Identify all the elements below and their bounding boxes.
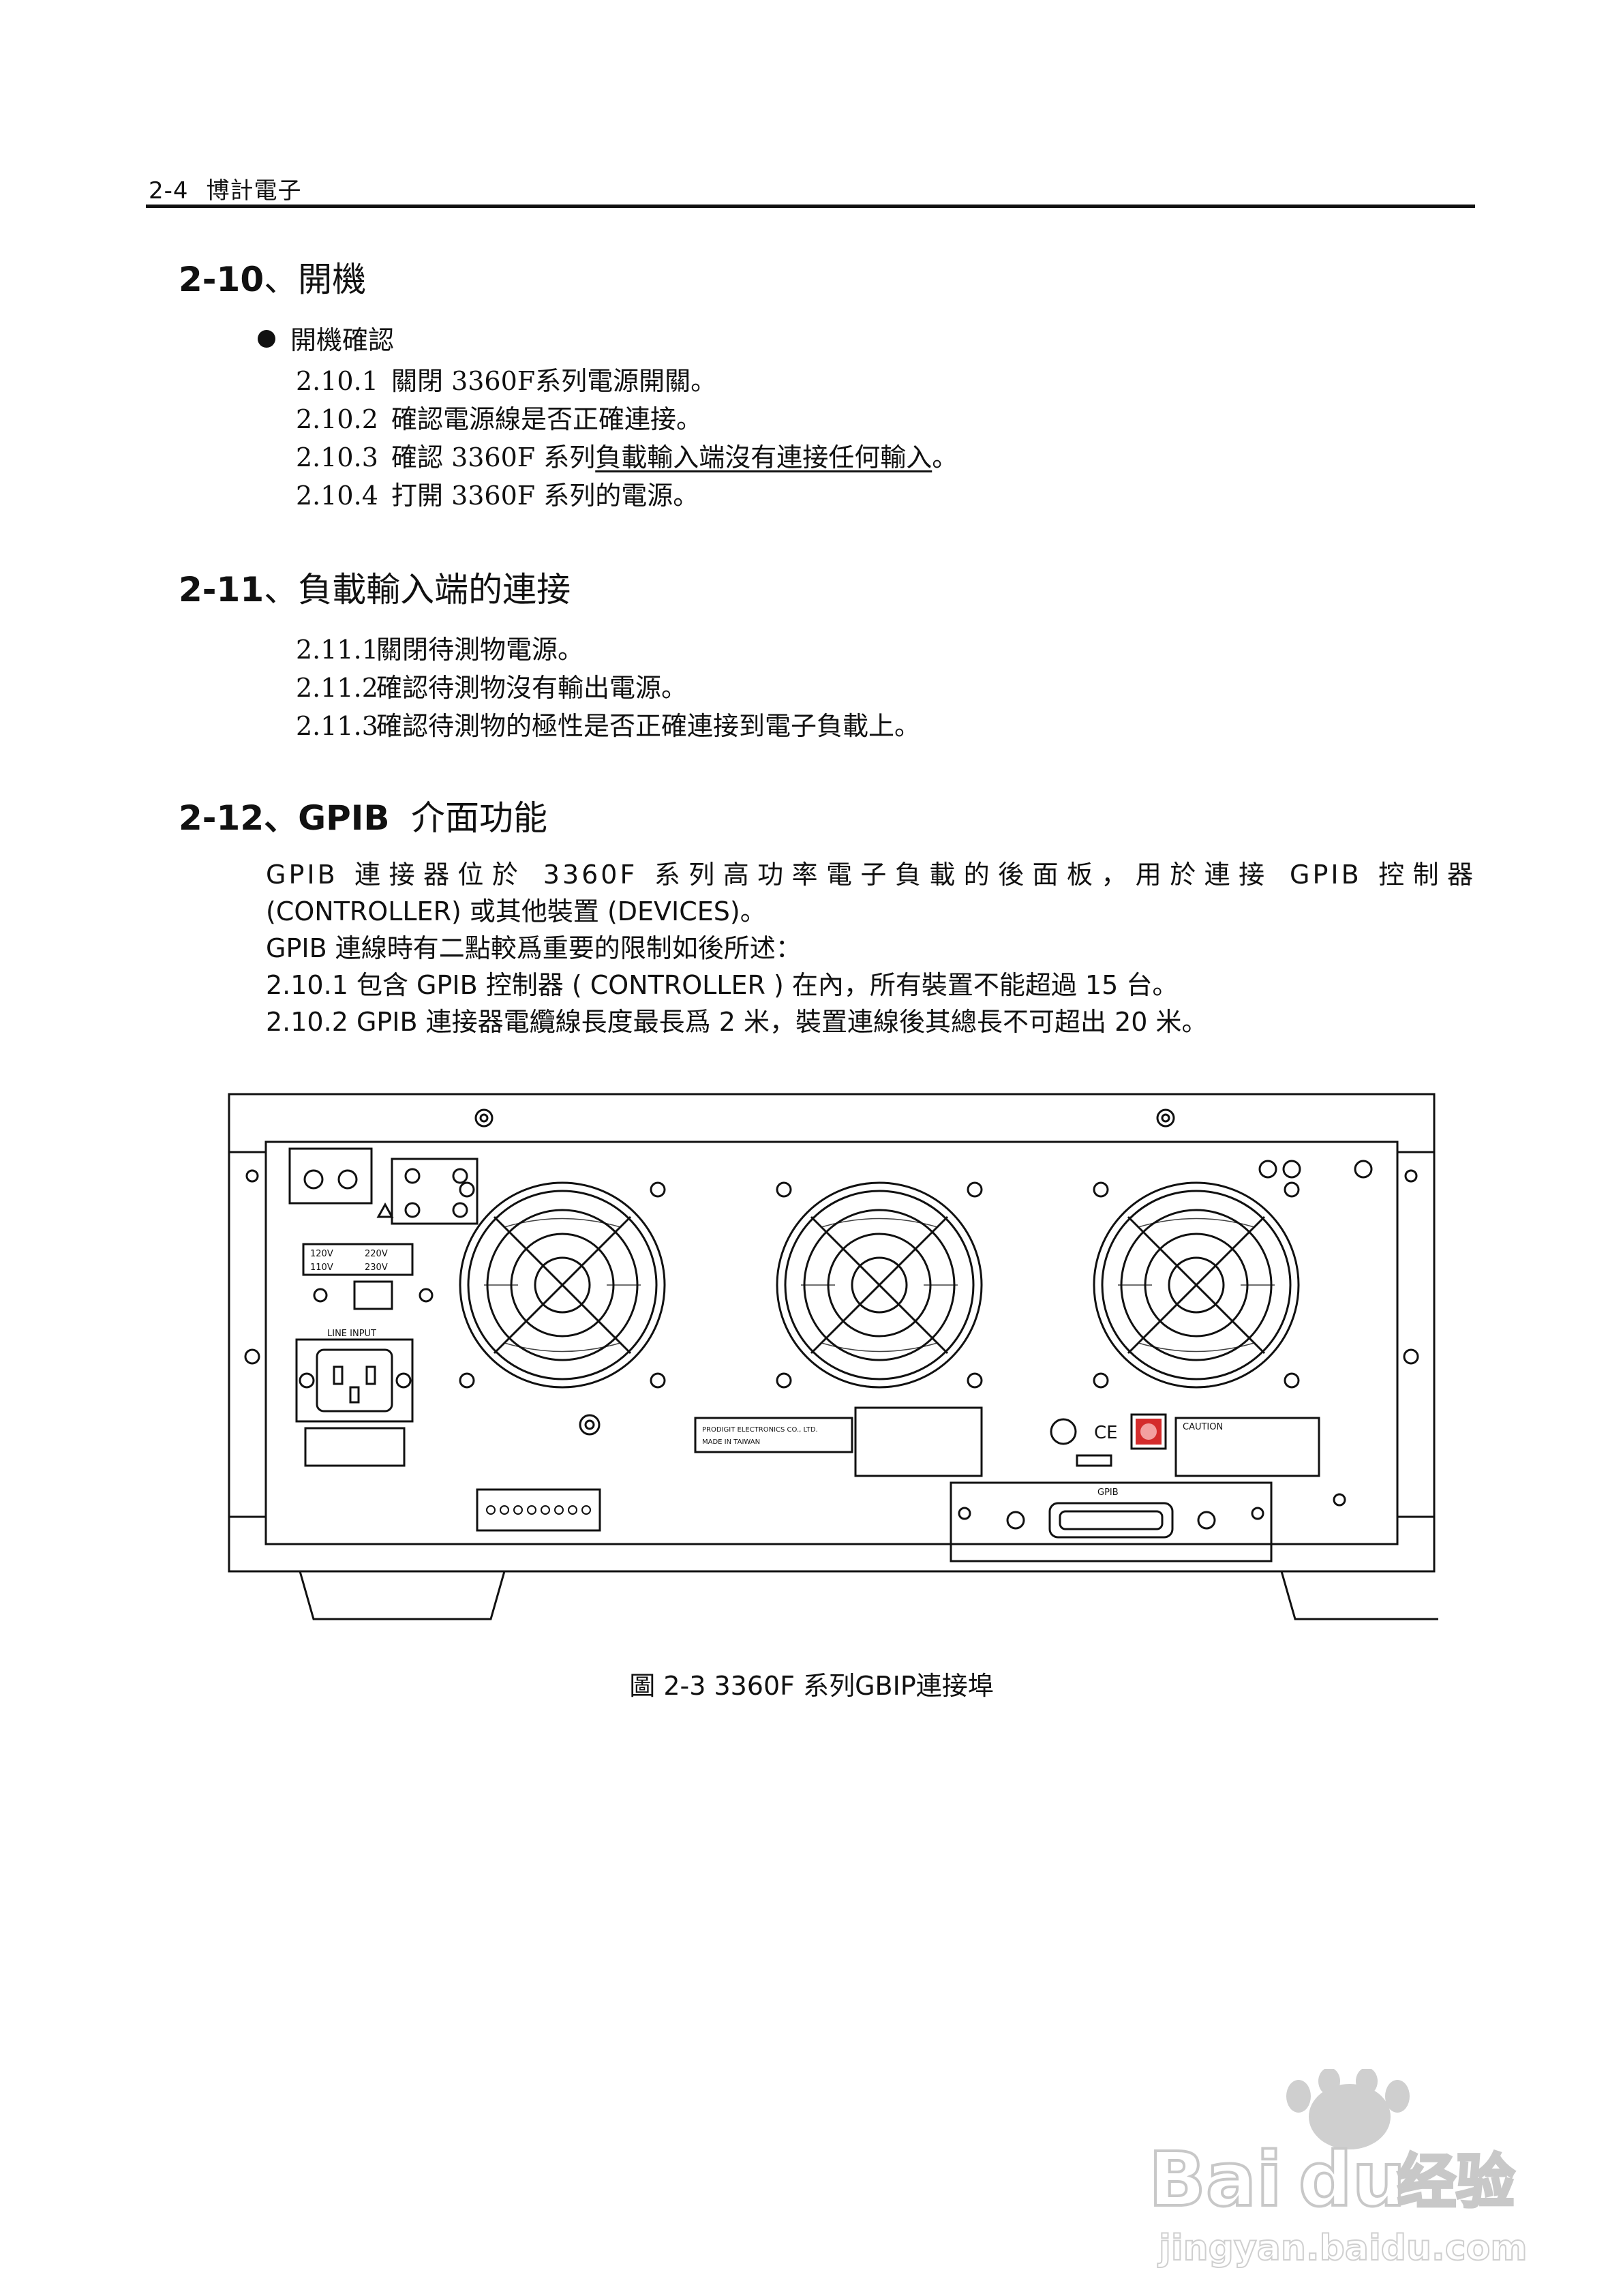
step-2-11-1: 2.11.1關閉待測物電源。 [296,629,583,666]
section-title-text: 、開機 [264,260,367,299]
paragraph-line-2: (CONTROLLER) 或其他裝置 (DEVICES)。 [266,896,766,926]
step-2-10-1: 2.10.1 關閉 3360F系列電源開關。 [296,360,716,397]
step-text: 關閉 3360F系列電源開關。 [391,366,717,396]
step-2-10-3: 2.10.3 確認 3360F 系列負載輸入端沒有連接任何輸入。 [296,436,958,474]
gpib-connector [1048,1502,1174,1539]
paw-icon [1286,2069,1410,2149]
v230-label: 230V [365,1263,388,1273]
step-2-11-2: 2.11.2確認待測物沒有輸出電源。 [296,667,687,704]
step-text: 確認待測物的極性是否正確連接到電子負載上。 [376,711,921,741]
caution-label: CAUTION [1183,1422,1223,1432]
section-title-text-2: 介面功能 [410,798,547,838]
rear-panel-figure: LINE INPUT 120V 220V 110V 230V PRODIGIT … [228,1093,1438,1620]
step-text-underlined: 負載輸入端沒有連接任何輸入 [595,442,932,472]
step-number: 2.10.2 [296,404,378,434]
page-number: 2-4 [149,177,189,205]
step-number: 2.10.3 [296,442,378,472]
step-text: 關閉待測物電源。 [376,635,584,665]
step-number: 2.10.4 [296,481,378,511]
baidu-watermark: Bai du 经验 jingyan.baidu.com [1147,2069,1527,2269]
section-2-11-title: 2-11、負載輸入端的連接 [179,562,571,611]
gpib-card [950,1481,1273,1562]
line-input-label: LINE INPUT [327,1329,376,1339]
step-number: 2.11.2 [296,673,378,703]
fan-right [1093,1181,1300,1389]
step-text: 確認待測物沒有輸出電源。 [376,673,688,703]
bullet-label: 開機確認 [290,325,395,355]
maker-label: PRODIGIT ELECTRONICS CO., LTD. [702,1426,818,1434]
step-number: 2.11.1 [296,635,378,665]
bullet-item: 開機確認 [258,319,394,357]
brand-jingyan: 经验 [1397,2148,1515,2216]
step-number: 2.11.3 [296,711,378,741]
red-label [1130,1413,1167,1450]
foot-right [1280,1571,1438,1620]
step-2-10-4: 2.10.4 打開 3360F 系列的電源。 [296,474,699,512]
step-text: 打開 3360F 系列的電源。 [391,481,699,511]
section-title-text: 、負載輸入端的連接 [264,570,571,609]
section-number: 2-11 [179,570,264,609]
paragraph-line-4: 2.10.1 包含 GPIB 控制器 ( CONTROLLER ) 在內，所有裝… [266,970,1179,1000]
ce-mark: CE [1094,1423,1118,1443]
figure-caption: 圖 2-3 3360F 系列GBIP連接埠 [629,1671,994,1701]
step-2-10-2: 2.10.2 確認電源線是否正確連接。 [296,398,702,436]
made-in-label: MADE IN TAIWAN [702,1438,760,1446]
bullet-dot-icon [258,330,275,348]
paragraph-line-3: GPIB 連線時有二點較爲重要的限制如後所述： [266,933,802,963]
running-header: 2-4 博計電子 [149,172,320,205]
paragraph-line-1: GPIB 連接器位於 3360F 系列高功率電子負載的後面板，用於連接 GPIB… [266,860,1476,890]
step-text-end: 。 [932,442,958,472]
panel-outline [264,1141,1399,1545]
v120-label: 120V [310,1249,333,1259]
step-2-11-3: 2.11.3確認待測物的極性是否正確連接到電子負載上。 [296,705,920,742]
section-2-12-title: 2-12、GPIB 介面功能 [179,791,547,840]
section-title-text: 、GPIB [264,798,390,838]
brand-bai: Bai [1149,2136,1282,2223]
header-rule [146,205,1475,208]
paragraph-line-5: 2.10.2 GPIB 連接器電纜線長度最長爲 2 米，裝置連線後其總長不可超出… [266,1007,1208,1037]
foot-left [299,1571,506,1620]
v220-label: 220V [365,1249,388,1259]
step-number: 2.10.1 [296,366,378,396]
section-number: 2-12 [179,798,264,838]
watermark-url: jingyan.baidu.com [1157,2228,1527,2269]
step-text: 確認 3360F 系列 [391,442,596,472]
section-2-10-title: 2-10、開機 [179,252,366,301]
section-number: 2-10 [179,260,264,299]
gpib-label: GPIB [1097,1487,1119,1498]
step-text: 確認電源線是否正確連接。 [391,404,703,434]
brand-du: du [1299,2136,1406,2223]
chassis-outline [228,1093,1436,1573]
v110-label: 110V [310,1263,333,1273]
company-name: 博計電子 [206,177,302,205]
